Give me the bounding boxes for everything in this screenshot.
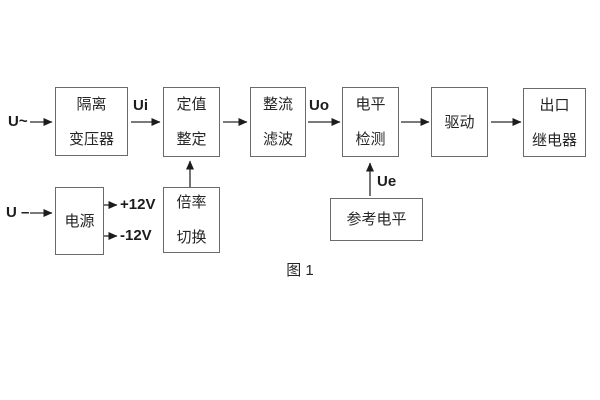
label-uo: Uo: [309, 97, 329, 114]
block-label: 变压器: [68, 130, 114, 148]
block-isolation-transformer: 隔离 变压器: [55, 87, 128, 156]
block-label: 电平: [355, 96, 386, 113]
block-label: 滤波: [262, 131, 293, 148]
block-drive: 驱动: [431, 87, 488, 157]
block-label: 检测: [355, 131, 386, 148]
block-label: 整定: [176, 131, 207, 148]
label-plus12v: +12V: [120, 196, 156, 213]
figure-caption: 图 1: [286, 262, 314, 279]
block-label: 电源: [64, 212, 95, 230]
block-label: 驱动: [444, 113, 475, 131]
label-ac-input: U~: [8, 113, 28, 130]
label-minus12v: -12V: [120, 227, 152, 244]
block-label: 隔离: [76, 95, 107, 113]
block-label: 整流: [262, 96, 293, 113]
block-label: 切换: [176, 229, 207, 246]
block-label: 倍率: [176, 194, 207, 211]
label-ue: Ue: [377, 173, 397, 190]
block-output-relay: 出口 继电器: [523, 88, 586, 157]
block-rectify-filter: 整流 滤波: [250, 87, 306, 157]
label-ui: Ui: [133, 97, 148, 114]
block-label: 继电器: [531, 131, 577, 149]
block-power-supply: 电源: [55, 187, 104, 255]
block-setting-adjust: 定值 整定: [163, 87, 220, 157]
block-label: 定值: [176, 96, 207, 113]
block-label: 参考电平: [346, 211, 407, 228]
block-rate-switch: 倍率 切换: [163, 187, 220, 253]
block-label: 出口: [539, 96, 570, 114]
block-reference-level: 参考电平: [330, 198, 423, 241]
label-dc-input: U –: [6, 204, 30, 221]
block-level-detect: 电平 检测: [342, 87, 399, 157]
